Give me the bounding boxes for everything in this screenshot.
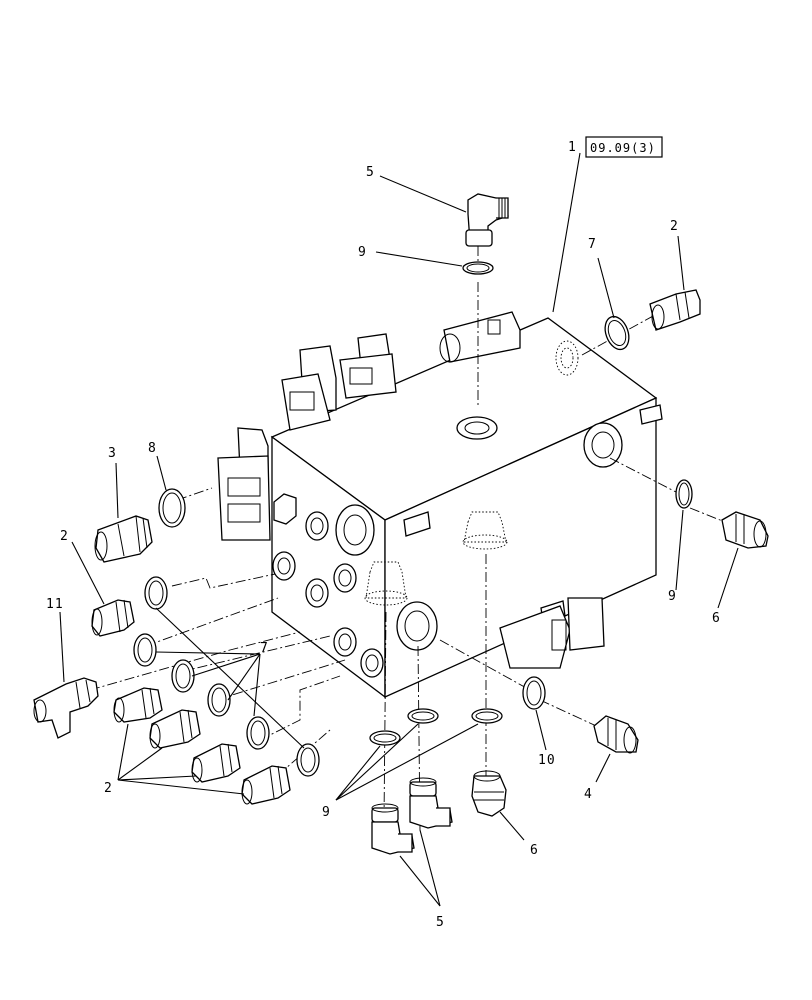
callout-1: 1 — [568, 140, 577, 155]
elbow-fitting-5-b — [409, 777, 453, 829]
reference-box-label: 09.09(3) — [590, 141, 656, 155]
fittings — [33, 193, 769, 855]
callout-6-right: 6 — [712, 611, 721, 626]
callout-9-bottom: 9 — [322, 805, 331, 820]
straight-fitting-2-c — [191, 743, 241, 783]
straight-fitting-3 — [94, 515, 153, 563]
straight-fitting-6-bottom — [471, 770, 507, 817]
o-ring-9-c — [471, 708, 503, 724]
reference-box — [585, 136, 663, 158]
o-rings — [133, 261, 693, 777]
o-ring-7-e — [296, 743, 320, 777]
callout-9-right: 9 — [668, 589, 677, 604]
callout-5-top: 5 — [366, 165, 375, 180]
o-ring-7-c — [207, 683, 231, 717]
elbow-fitting-5-a — [371, 803, 415, 855]
o-ring-9-b — [407, 708, 439, 724]
o-ring-10 — [522, 676, 546, 710]
o-ring-9-right — [675, 479, 693, 509]
elbow-fitting-11 — [33, 677, 99, 739]
elbow-fitting-5-top — [465, 193, 509, 247]
callout-11: 11 — [46, 597, 64, 612]
solenoid-sections — [217, 311, 605, 669]
o-ring-7-a — [133, 633, 157, 667]
straight-fitting-6-right — [721, 511, 769, 549]
callout-7-mid: 7 — [260, 641, 269, 656]
callout-4: 4 — [584, 787, 593, 802]
o-ring-7-top — [604, 315, 630, 351]
straight-fitting-2-left — [91, 599, 135, 637]
callout-2-bottom: 2 — [104, 781, 113, 796]
straight-fitting-2-d — [241, 765, 291, 805]
o-ring-7-d — [246, 716, 270, 750]
o-ring-7-b — [171, 659, 195, 693]
callout-2-left: 2 — [60, 529, 69, 544]
leader-lines — [59, 152, 739, 907]
callout-10: 10 — [538, 753, 556, 768]
callout-9-top: 9 — [358, 245, 367, 260]
o-ring-9-a — [369, 730, 401, 746]
callout-labels: 1 09.09(3) 5 9 7 2 3 8 2 11 7 2 9 6 10 4… — [46, 136, 721, 930]
callout-2-top: 2 — [670, 219, 679, 234]
callout-7-top: 7 — [588, 237, 597, 252]
valve-block — [270, 317, 663, 699]
callout-3: 3 — [108, 446, 117, 461]
callout-8: 8 — [148, 441, 157, 456]
straight-fitting-4 — [593, 715, 639, 754]
o-ring-2-left — [144, 576, 168, 610]
straight-fitting-2-top — [649, 289, 701, 331]
straight-fitting-2-b — [149, 709, 201, 749]
callout-6-bottom: 6 — [530, 843, 539, 858]
callout-5-bottom: 5 — [436, 915, 445, 930]
straight-fitting-2-a — [113, 687, 163, 723]
